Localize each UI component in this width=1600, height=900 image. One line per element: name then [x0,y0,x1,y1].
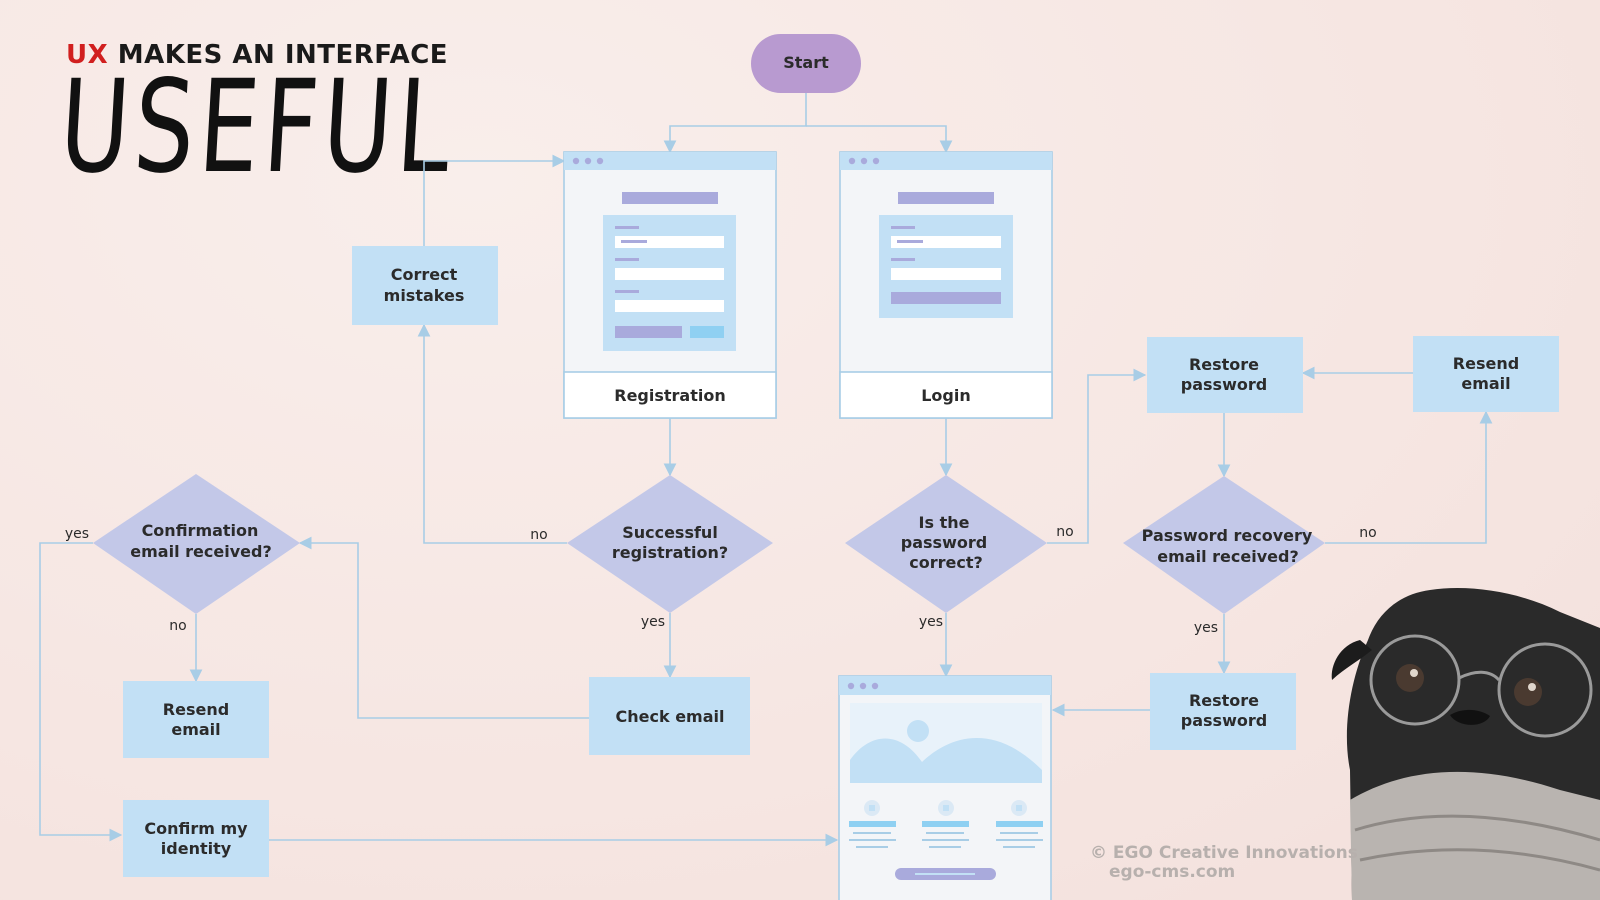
correct-mistakes-box: Correct mistakes [352,246,498,325]
home-screen [838,675,1052,900]
edge-password-no [1047,368,1147,544]
confirm-identity-box: Confirm my identity [123,800,269,877]
resend-email-right-box: Resend email [1413,336,1559,412]
restore-password-top-label-2: password [1181,375,1267,394]
correct-mistakes-label-2: mistakes [384,286,465,305]
resend-email-right-label-1: Resend [1453,354,1519,373]
edge-start-registration [663,93,807,154]
restore-password-bottom-box: Restore password [1150,673,1296,750]
edge-label-no-registration: no [530,527,547,543]
confirmation-decision: Confirmation email received? [93,474,300,614]
recovery-decision-label-2: email received? [1157,547,1298,566]
restore-password-bottom-label-2: password [1181,711,1267,730]
recovery-decision-label-1: Password recovery [1142,526,1313,545]
resend-email-left-box: Resend email [123,681,269,758]
headline-ux: UX [66,40,109,70]
resend-email-right-label-2: email [1461,374,1510,393]
confirmation-decision-label-1: Confirmation [142,521,259,540]
edge-label-yes-recovery: yes [1194,620,1218,636]
confirmation-decision-label-2: email received? [130,542,271,561]
headline: UX MAKES AN INTERFACE [66,40,448,70]
edge-registration-no [417,323,567,544]
pug-illustration [1331,588,1600,900]
check-email-label: Check email [616,707,725,726]
password-decision: Is the password correct? [845,475,1047,613]
edge-confirmation-yes [39,542,123,842]
connectors [39,93,1493,847]
registration-screen: Registration [563,151,777,419]
confirm-identity-label-2: identity [161,839,232,858]
edge-label-yes-confirmation: yes [65,526,89,542]
edge-label-no-recovery: no [1359,525,1376,541]
edge-start-login [806,125,953,154]
resend-email-left-label-2: email [171,720,220,739]
password-decision-label-2: password [901,533,987,552]
correct-mistakes-label-1: Correct [391,265,458,284]
credit-line-2: ego-cms.com [1109,862,1236,882]
registration-decision-label-1: Successful [622,523,718,542]
edge-label-yes-registration: yes [641,614,665,630]
edge-correct-to-registration [423,154,566,246]
login-screen: Login [839,151,1053,419]
edge-recovery-no [1325,410,1493,544]
edge-check-to-confirmation [298,536,589,719]
registration-decision: Successful registration? [567,475,773,613]
confirm-identity-label-1: Confirm my [144,819,248,838]
headline-rest: MAKES AN INTERFACE [117,40,449,70]
registration-label: Registration [614,386,725,405]
resend-email-left-label-1: Resend [163,700,229,719]
start-node: Start [751,34,861,93]
restore-password-bottom-label-1: Restore [1189,691,1259,710]
edge-label-no-confirmation: no [169,618,186,634]
recovery-decision: Password recovery email received? [1123,476,1325,614]
image-icon [850,703,1042,783]
restore-password-top-box: Restore password [1147,337,1303,413]
login-label: Login [921,386,971,405]
edge-label-yes-password: yes [919,614,943,630]
restore-password-top-label-1: Restore [1189,355,1259,374]
registration-decision-label-2: registration? [612,543,728,562]
password-decision-label-1: Is the [919,513,970,532]
credit: © EGO Creative Innovations ego-cms.com [1090,844,1358,882]
password-decision-label-3: correct? [909,553,983,572]
start-label: Start [783,53,829,72]
credit-line-1: © EGO Creative Innovations [1090,843,1358,863]
edge-label-no-password: no [1056,524,1073,540]
check-email-box: Check email [589,677,750,755]
